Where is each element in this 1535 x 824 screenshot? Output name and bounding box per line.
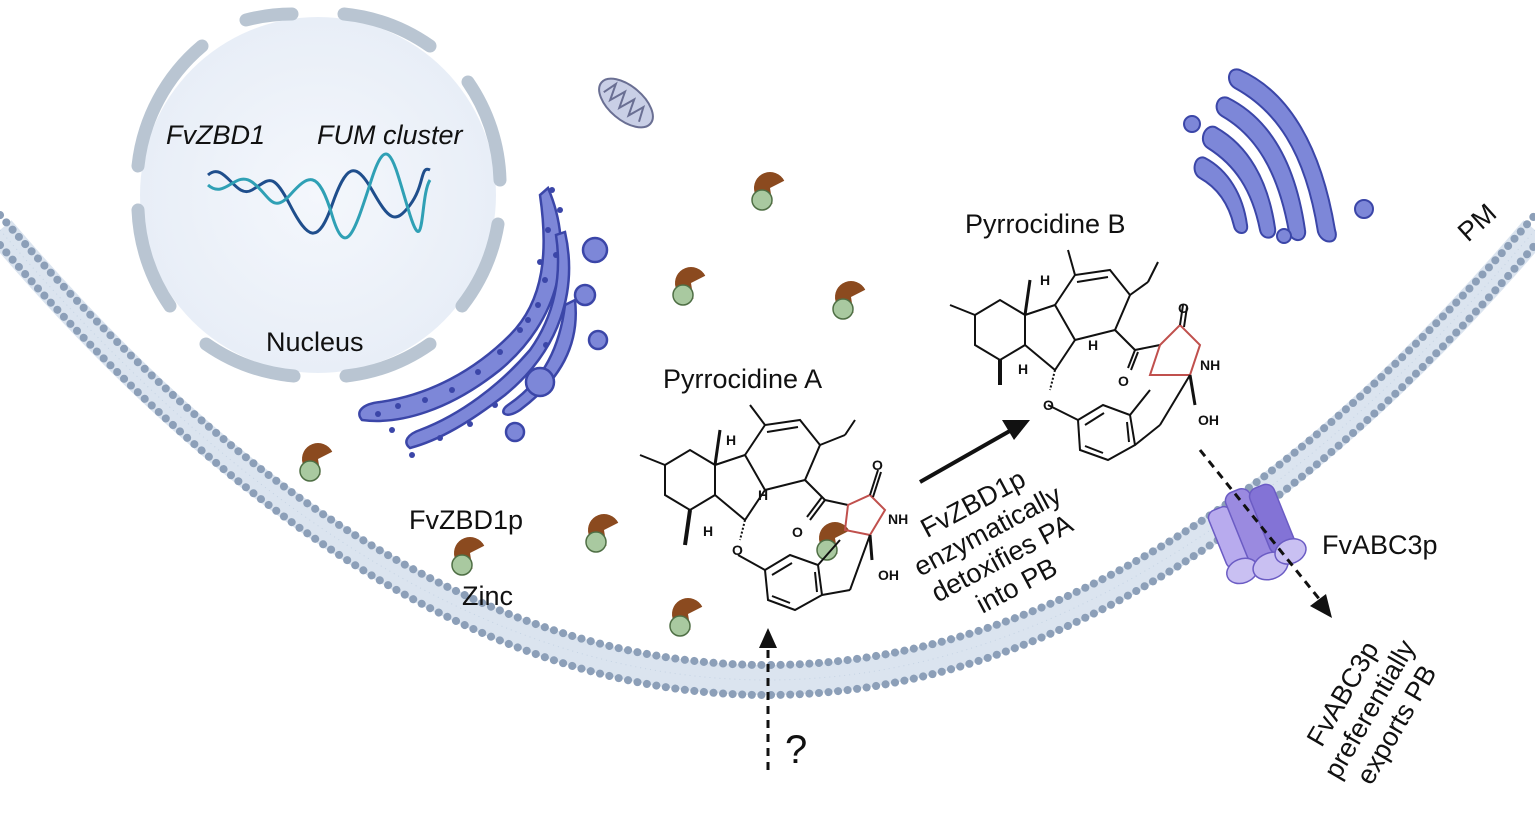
zinc-icon bbox=[816, 539, 838, 561]
atom-o: O bbox=[872, 457, 883, 473]
atom-h: H bbox=[1040, 272, 1050, 288]
export-arrow bbox=[1198, 449, 1332, 618]
golgi-apparatus-icon bbox=[1183, 68, 1374, 244]
zinc-icon bbox=[451, 554, 473, 576]
dna-helix-icon bbox=[207, 152, 432, 240]
pyrrocidine-a-label: Pyrrocidine A bbox=[663, 364, 823, 394]
enzyme-zinc-icon bbox=[751, 172, 785, 211]
atom-oh: OH bbox=[878, 567, 899, 583]
atom-nh: NH bbox=[1200, 357, 1220, 373]
gene-fvzbd1-label: FvZBD1 bbox=[166, 120, 266, 150]
atom-o: O bbox=[1178, 300, 1189, 316]
enzyme-glyphs bbox=[299, 172, 866, 637]
diagram-canvas: H H H O O O NH OH H H H O O O NH OH bbox=[0, 7, 1535, 770]
atom-o: O bbox=[732, 542, 743, 558]
atom-nh: NH bbox=[888, 511, 908, 527]
endoplasmic-reticulum bbox=[358, 185, 609, 458]
zinc-icon bbox=[299, 460, 321, 482]
pyrrocidine-b-label: Pyrrocidine B bbox=[965, 209, 1126, 239]
atom-h: H bbox=[726, 432, 736, 448]
atom-h: H bbox=[1088, 337, 1098, 353]
nucleus bbox=[131, 7, 507, 383]
enzyme-zinc-icon bbox=[672, 267, 706, 306]
atom-h: H bbox=[1018, 361, 1028, 377]
zinc-icon bbox=[832, 298, 854, 320]
import-arrow bbox=[759, 628, 777, 770]
enzyme-zinc-icon bbox=[832, 281, 866, 320]
enzyme-zinc-icon bbox=[299, 443, 333, 482]
transporter-icon bbox=[1207, 483, 1307, 585]
pathway-diagram: H H H O O O NH OH H H H O O O NH OH FvZB… bbox=[0, 7, 1535, 789]
zinc-icon bbox=[751, 189, 773, 211]
gene-fum-cluster-label: FUM cluster bbox=[317, 120, 463, 150]
transporter-label: FvABC3p bbox=[1322, 530, 1438, 560]
atom-oh: OH bbox=[1198, 412, 1219, 428]
reaction-arrow bbox=[919, 420, 1030, 484]
enzyme-zinc-icon bbox=[585, 514, 619, 553]
zinc-icon bbox=[585, 531, 607, 553]
mitochondrion-icon bbox=[598, 77, 654, 129]
atom-o: O bbox=[1118, 373, 1129, 389]
atom-labels: H H H O O O NH OH H H H O O O NH OH bbox=[703, 272, 1220, 583]
enzyme-zinc-icon bbox=[451, 537, 485, 576]
enzyme-zinc-icon bbox=[669, 597, 703, 637]
zinc-icon bbox=[672, 284, 694, 306]
enzyme-zinc-icon bbox=[816, 522, 850, 561]
zinc-label: Zinc bbox=[462, 581, 514, 611]
atom-h: H bbox=[758, 487, 768, 503]
pyrrocidine-a-structure bbox=[639, 404, 887, 612]
zinc-icon bbox=[669, 615, 691, 637]
pyrrocidine-b-structure bbox=[949, 249, 1202, 462]
atom-h: H bbox=[703, 523, 713, 539]
atom-o: O bbox=[792, 524, 803, 540]
nucleus-label: Nucleus bbox=[266, 327, 364, 357]
unknown-import-label: ? bbox=[785, 728, 808, 772]
enzyme-label: FvZBD1p bbox=[409, 505, 524, 535]
atom-o: O bbox=[1043, 397, 1054, 413]
